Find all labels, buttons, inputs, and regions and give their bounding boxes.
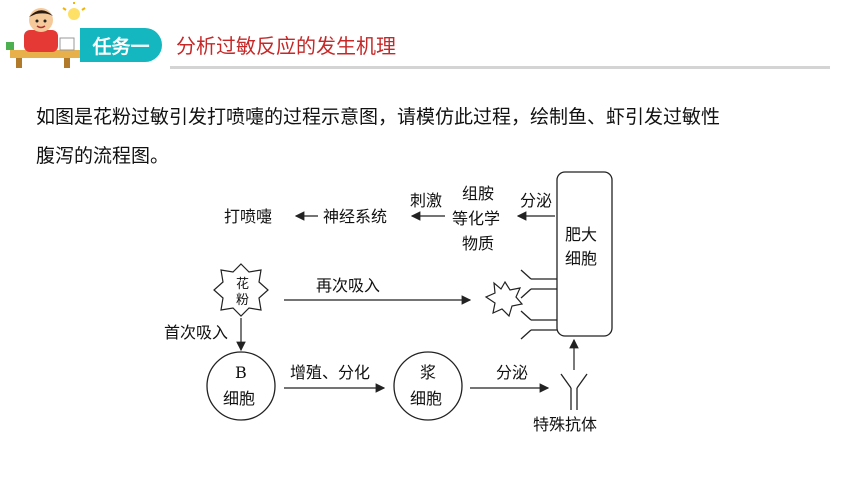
antigen-star-icon bbox=[484, 280, 524, 318]
histamine-label-3: 物质 bbox=[462, 234, 494, 253]
question-text: 如图是花粉过敏引发打喷嚏的过程示意图，请模仿此过程，绘制鱼、虾引发过敏性 腹泻的… bbox=[36, 98, 836, 176]
antibody-icon bbox=[560, 373, 588, 410]
b-cell-circle bbox=[206, 351, 276, 421]
bound-antibody-upper-icon bbox=[520, 269, 557, 299]
mast-cell-label-1: 肥大 bbox=[565, 225, 597, 244]
second-inhale-label: 再次吸入 bbox=[316, 276, 380, 295]
plasma-cell-label-2: 细胞 bbox=[410, 389, 442, 408]
plasma-cell-label-1: 浆 bbox=[420, 363, 436, 382]
question-line-1: 如图是花粉过敏引发打喷嚏的过程示意图，请模仿此过程，绘制鱼、虾引发过敏性 bbox=[36, 106, 721, 128]
sneeze-label: 打喷嚏 bbox=[224, 207, 272, 226]
histamine-label-1: 组胺 bbox=[462, 184, 494, 203]
header-bar: 任务一 分析过敏反应的发生机理 bbox=[0, 0, 860, 69]
student-illustration bbox=[6, 2, 86, 68]
question-line-2: 腹泻的流程图。 bbox=[36, 145, 170, 167]
mast-cell-label-2: 细胞 bbox=[565, 249, 597, 268]
antibody-label: 特殊抗体 bbox=[533, 415, 597, 434]
bound-antibody-lower-icon bbox=[520, 310, 557, 340]
task-badge-label: 任务一 bbox=[92, 35, 150, 58]
pollen-label-2: 粉 bbox=[236, 293, 249, 308]
secrete-top-label: 分泌 bbox=[520, 191, 552, 210]
secrete-bottom-label: 分泌 bbox=[496, 363, 528, 382]
proliferate-label: 增殖、分化 bbox=[290, 363, 370, 382]
b-cell-label-1: B bbox=[235, 363, 247, 382]
histamine-label-2: 等化学 bbox=[452, 209, 500, 228]
pollen-label-1: 花 bbox=[236, 276, 249, 292]
first-inhale-label: 首次吸入 bbox=[164, 323, 228, 342]
task-title: 分析过敏反应的发生机理 bbox=[176, 34, 396, 58]
nerve-system-label: 神经系统 bbox=[323, 207, 387, 226]
pollen-star-icon bbox=[213, 263, 269, 317]
task-badge: 任务一 bbox=[80, 28, 162, 62]
header-divider bbox=[170, 66, 830, 69]
stimulate-label: 刺激 bbox=[410, 191, 442, 210]
b-cell-label-2: 细胞 bbox=[223, 389, 255, 408]
plasma-cell-circle bbox=[393, 351, 463, 421]
mast-cell-box bbox=[556, 171, 613, 337]
